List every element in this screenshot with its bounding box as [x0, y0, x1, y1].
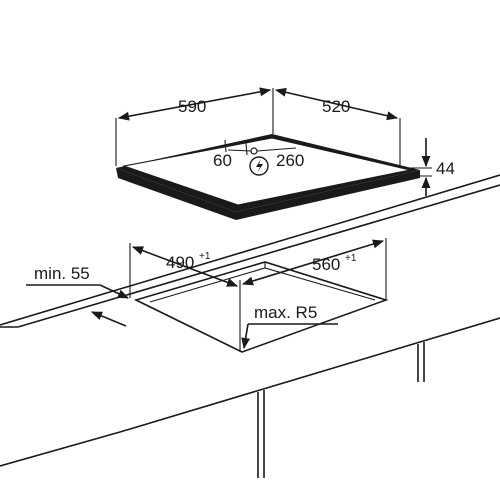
radius-leader: [241, 323, 338, 350]
label-cutout-width: 490: [166, 253, 194, 272]
label-cable-left: 60: [213, 151, 232, 170]
cutout-depth-dimension: [241, 239, 385, 286]
label-hob-depth: 520: [322, 97, 350, 116]
label-hob-height: 44: [436, 159, 455, 178]
cable-entry-point: [250, 147, 258, 155]
hob-width-dimension: [117, 87, 272, 121]
label-hob-width: 590: [178, 97, 206, 116]
height-dimension: [404, 138, 432, 196]
min-distance-dimension: [26, 284, 130, 327]
label-cable-right: 260: [276, 151, 304, 170]
label-cutout-depth-tol: +1: [345, 253, 357, 264]
power-connection-icon: [249, 156, 269, 176]
cutout-width-dimension: [131, 246, 239, 287]
cutout: [129, 238, 389, 353]
label-cutout-width-tol: +1: [199, 251, 211, 262]
hob-glass-top: [122, 137, 411, 206]
label-min-front-distance: min. 55: [34, 264, 90, 283]
label-max-radius: max. R5: [254, 303, 317, 322]
hob-depth-dimension: [274, 87, 399, 121]
label-cutout-depth: 560: [312, 255, 340, 274]
worktop-front-bottom-edge: [119, 317, 500, 433]
hob: [115, 87, 420, 220]
